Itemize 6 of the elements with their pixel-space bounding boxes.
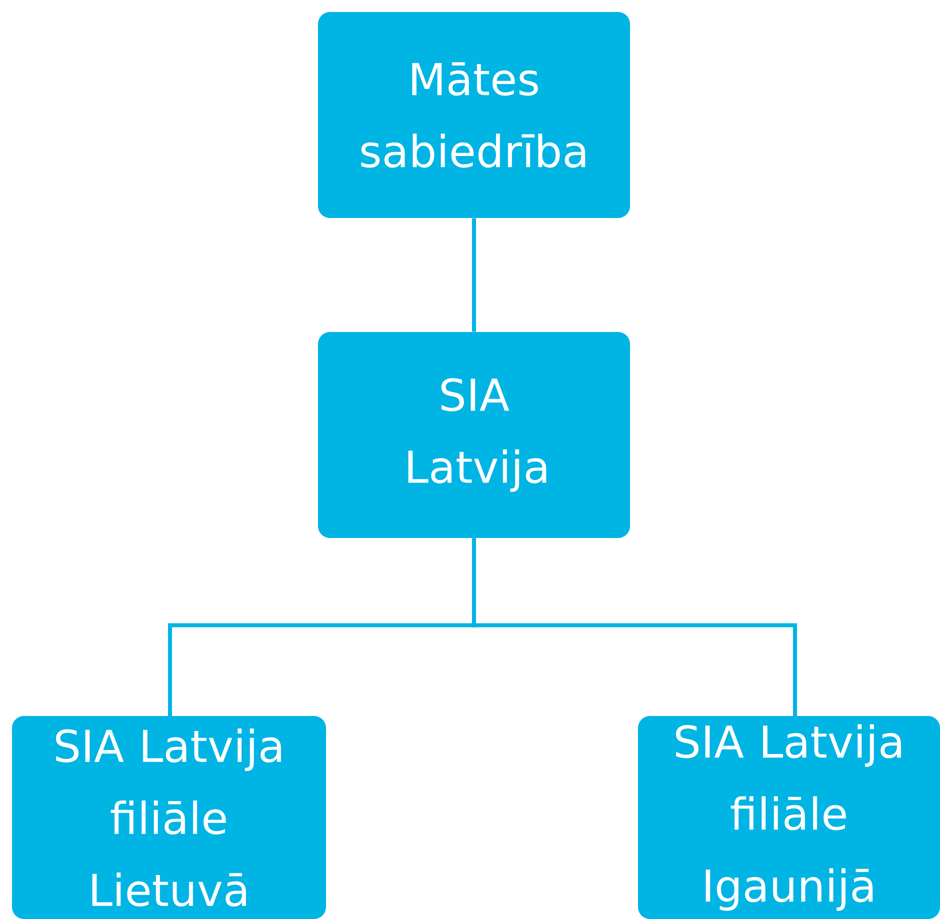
org-box: SIA Latvija filiāle Igaunijā — [638, 716, 940, 919]
org-box: SIA Latvija — [318, 332, 630, 538]
org-box: Mātes sabiedrība — [318, 12, 630, 218]
org-box: SIA Latvija filiāle Lietuvā — [12, 716, 326, 919]
connector-line — [472, 538, 797, 716]
connector-line — [472, 218, 476, 332]
